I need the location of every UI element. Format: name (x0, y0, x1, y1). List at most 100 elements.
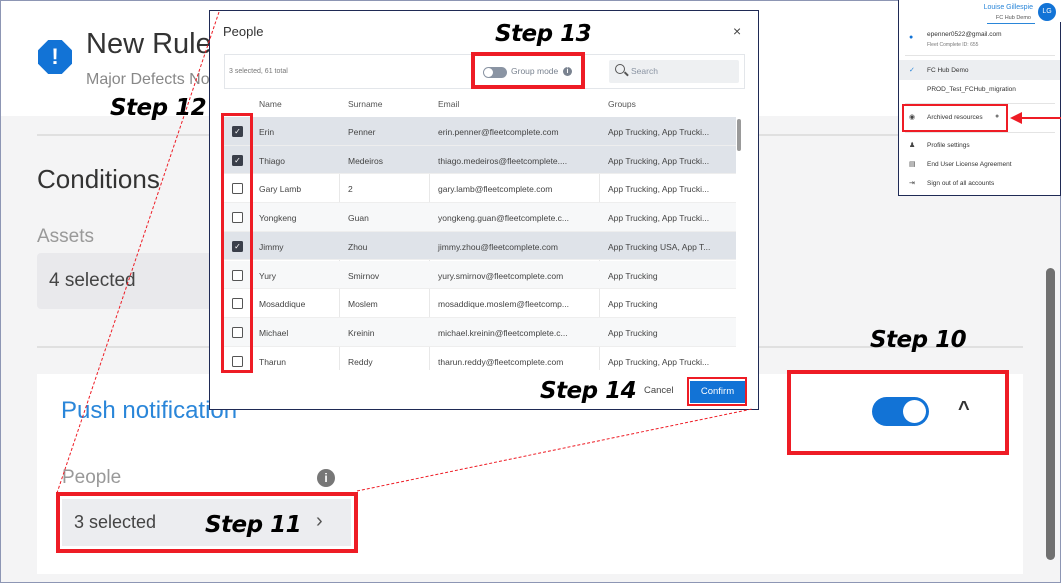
profile-header (899, 0, 1061, 22)
cell-groups: App Trucking, App Trucki... (608, 213, 710, 224)
cell-groups: App Trucking, App Trucki... (608, 356, 710, 367)
row-checkbox[interactable] (232, 212, 243, 224)
row-checkbox[interactable] (232, 355, 243, 367)
push-notification-toggle[interactable] (872, 397, 929, 426)
column-header-name[interactable]: Name (259, 99, 282, 109)
chevron-up-icon[interactable]: ^ (958, 398, 970, 420)
step-13-label: Step 13 (495, 21, 592, 47)
cell-groups: App Trucking, App Trucki... (608, 155, 710, 166)
chevron-right-icon: › (316, 510, 323, 532)
cell-name: Mosaddique (259, 299, 306, 310)
people-value: 3 selected (74, 512, 157, 532)
info-icon[interactable]: i (563, 67, 572, 76)
page-title: New Rule (86, 28, 212, 60)
step-14-label: Step 14 (540, 378, 637, 404)
step-12-label: Step 12 (110, 95, 207, 121)
step-10-label: Step 10 (870, 327, 967, 353)
cell-name: Yury (259, 270, 277, 281)
row-checkbox[interactable] (232, 326, 243, 338)
row-checkbox[interactable] (232, 298, 243, 310)
selection-count: 3 selected, 61 total (229, 68, 288, 75)
user-icon: ● (909, 34, 914, 41)
assets-select[interactable]: 4 selected (37, 253, 237, 309)
cell-surname: 2 (348, 184, 353, 195)
assets-label: Assets (37, 226, 95, 247)
conditions-heading: Conditions (37, 164, 160, 194)
workspace-item[interactable]: FC Hub Demo (927, 67, 969, 74)
cell-name: Thiago (259, 155, 285, 166)
row-checkbox[interactable]: ✓ (232, 126, 243, 137)
annotation-box-step10 (787, 370, 1009, 455)
profile-settings-icon: ♟ (909, 142, 916, 149)
cell-surname: Guan (348, 213, 369, 224)
divider (905, 55, 1055, 56)
row-checkbox[interactable] (232, 269, 243, 281)
cell-email: tharun.reddy@fleetcomplete.com (438, 356, 564, 367)
cell-groups: App Trucking, App Trucki... (608, 127, 710, 137)
account-id: Fleet Complete ID: 655 (927, 42, 979, 48)
cell-name: Jimmy (259, 241, 284, 252)
archived-resources-item[interactable]: Archived resources (927, 114, 983, 121)
workspace-item[interactable]: PROD_Test_FCHub_migration (927, 86, 1016, 93)
column-header-surname[interactable]: Surname (348, 99, 383, 109)
cell-name: Gary Lamb (259, 184, 302, 195)
column-header-email[interactable]: Email (438, 99, 460, 109)
row-checkbox[interactable] (232, 183, 243, 195)
search-placeholder: Search (631, 66, 658, 76)
eye-icon: ◉ (909, 114, 916, 121)
column-header-groups[interactable]: Groups (608, 99, 636, 109)
cell-groups: App Trucking (608, 299, 658, 310)
cell-surname: Reddy (348, 356, 373, 367)
people-select[interactable]: 3 selected (62, 499, 351, 546)
avatar[interactable]: LG (1038, 3, 1056, 21)
cell-name: Erin (259, 127, 275, 137)
cell-surname: Kreinin (348, 327, 375, 338)
row-checkbox[interactable]: ✓ (232, 154, 243, 166)
info-icon[interactable]: ● (995, 113, 1000, 120)
cell-groups: App Trucking (608, 327, 658, 338)
close-icon[interactable]: × (733, 23, 742, 39)
row-checkbox[interactable]: ✓ (232, 240, 243, 252)
profile-settings-item[interactable]: Profile settings (927, 142, 970, 149)
cell-surname: Penner (348, 127, 376, 137)
cancel-button[interactable]: Cancel (644, 385, 674, 396)
modal-title: People (223, 24, 264, 39)
sign-out-icon: ⇥ (909, 180, 915, 187)
info-icon[interactable]: i (317, 469, 335, 487)
user-name[interactable]: Louise Gillespie (983, 4, 1033, 11)
people-label: People (62, 467, 122, 488)
people-modal: People × 3 selected, 61 total Group mode… (209, 10, 759, 410)
cell-email: jimmy.zhou@fleetcomplete.com (438, 241, 558, 252)
cell-surname: Smirnov (348, 270, 380, 281)
annotation-box-step12 (221, 113, 253, 373)
toggle-knob (903, 400, 926, 423)
table-scrollbar[interactable] (737, 119, 741, 151)
table-row[interactable]: Yury Smirnov yury.smirnov@fleetcomplete.co… (224, 260, 736, 290)
cell-name: Yongkeng (259, 213, 297, 224)
confirm-button[interactable]: Confirm (690, 381, 745, 403)
cell-surname: Moslem (348, 299, 378, 310)
cell-email: thiago.medeiros@fleetcomplete.... (438, 155, 568, 166)
cell-surname: Zhou (348, 241, 368, 252)
group-mode-toggle[interactable] (483, 67, 507, 78)
table-row[interactable]: ✓ Jimmy Zhou jimmy.zhou@fleetcomplete.com Ap… (224, 231, 736, 261)
check-icon: ✓ (909, 67, 915, 74)
group-mode-label: Group mode (511, 66, 559, 76)
toggle-knob (484, 68, 493, 77)
sign-out-item[interactable]: Sign out of all accounts (927, 180, 995, 187)
annotation-box-archived (902, 104, 1008, 132)
search-input[interactable]: Search (609, 60, 739, 83)
page-scrollbar[interactable] (1046, 268, 1055, 560)
eula-item[interactable]: End User License Agreement (927, 161, 1012, 168)
cell-email: yury.smirnov@fleetcomplete.com (438, 270, 564, 281)
page-subtitle: Major Defects No (86, 71, 210, 88)
annotation-box-step13 (471, 52, 585, 89)
cell-groups: App Trucking USA, App T... (608, 241, 711, 252)
